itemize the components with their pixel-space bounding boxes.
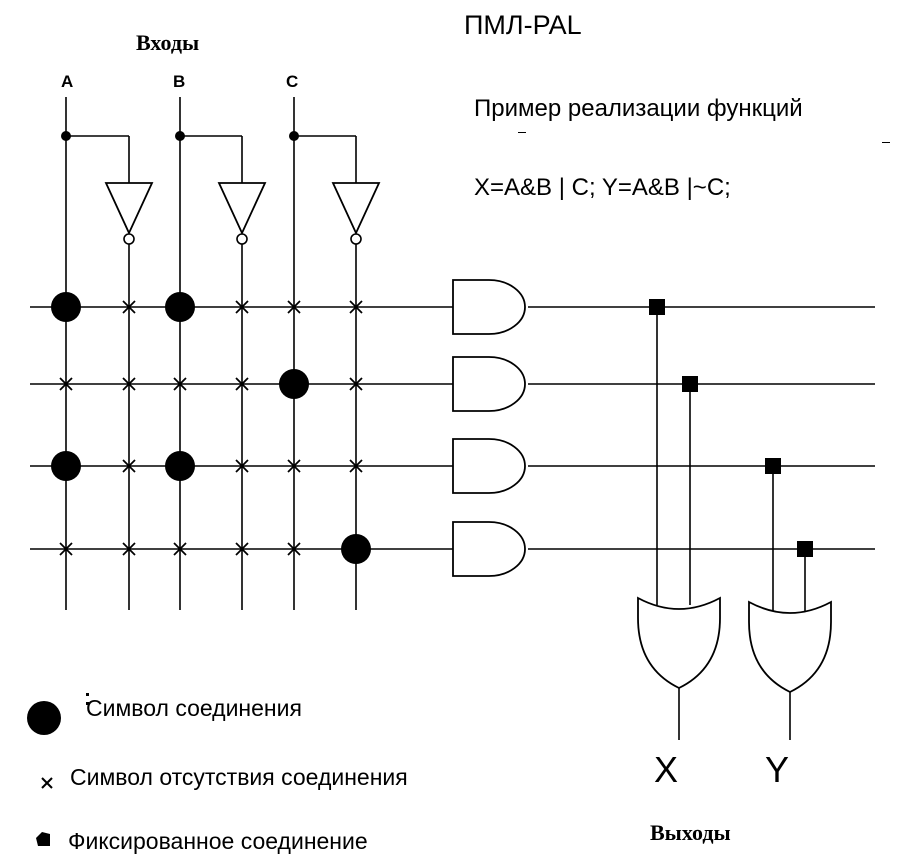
and-gate-symbol [452, 356, 526, 412]
connection-dot [165, 451, 195, 481]
legend-connection-label: Символ соединения [86, 695, 302, 721]
no-connection-mark [59, 542, 73, 556]
no-connection-mark [122, 377, 136, 391]
legend-connection-dot [27, 701, 61, 735]
no-connection-mark [349, 459, 363, 473]
or-gate-x [637, 596, 721, 690]
connection-dot [165, 292, 195, 322]
no-connection-mark [122, 542, 136, 556]
and-gate-symbol [452, 438, 526, 494]
no-connection-mark [235, 459, 249, 473]
and-gate-symbol [452, 279, 526, 335]
no-connection-mark [122, 300, 136, 314]
fixed-connection-mark [682, 376, 698, 392]
fixed-connection-mark [797, 541, 813, 557]
no-connection-mark [122, 459, 136, 473]
subtitle-tick-mark [518, 132, 526, 133]
no-connection-mark [349, 300, 363, 314]
connection-dot [279, 369, 309, 399]
inverter-symbol [331, 182, 381, 236]
input-label-b: B [173, 72, 186, 91]
fixed-connection-mark [649, 299, 665, 315]
output-label-y: Y [765, 749, 790, 790]
no-connection-mark [173, 542, 187, 556]
connection-dot [51, 451, 81, 481]
legend-colon-dot [86, 693, 89, 696]
and-gate-symbol [452, 521, 526, 577]
no-connection-mark [349, 377, 363, 391]
inverter-bubble [350, 233, 362, 245]
inverter-symbol [217, 182, 267, 236]
input-label-a: A [61, 72, 74, 91]
no-connection-mark [235, 300, 249, 314]
no-connection-mark [235, 377, 249, 391]
legend-fixed-mark [36, 832, 50, 846]
no-connection-mark [59, 377, 73, 391]
fixed-connection-mark [765, 458, 781, 474]
no-connection-mark [173, 377, 187, 391]
subtitle-tick-mark [882, 142, 890, 143]
connection-dot [341, 534, 371, 564]
diagram-subtitle: Пример реализации функций [474, 95, 803, 122]
inverter-symbol [104, 182, 154, 236]
outputs-heading: Выходы [650, 820, 731, 845]
legend-no-connection-mark [41, 777, 53, 789]
inputs-heading: Входы [136, 30, 200, 55]
inverter-bubble [236, 233, 248, 245]
input-label-c: C [286, 72, 299, 91]
legend-fixed-label: Фиксированное соединение [68, 828, 368, 854]
output-label-x: X [654, 749, 679, 790]
legend-no-connection-label: Символ отсутствия соединения [70, 764, 408, 790]
legend-colon-dot [86, 702, 89, 705]
no-connection-mark [287, 300, 301, 314]
connection-dot [51, 292, 81, 322]
or-gate-y [748, 600, 832, 694]
no-connection-mark [235, 542, 249, 556]
no-connection-mark [287, 459, 301, 473]
no-connection-mark [287, 542, 301, 556]
diagram-title: ПМЛ-PAL [464, 10, 582, 40]
inverter-bubble [123, 233, 135, 245]
function-formula: X=A&B | C; Y=A&B |~C; [474, 174, 731, 201]
